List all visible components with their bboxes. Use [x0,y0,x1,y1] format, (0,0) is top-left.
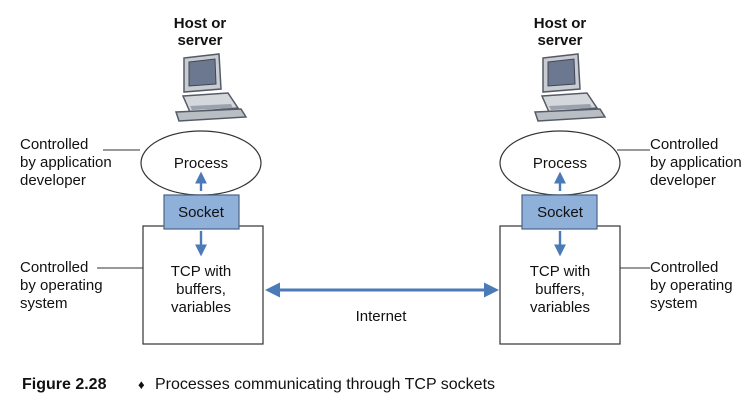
right-tcp-line2: buffers, [535,281,585,298]
right-socket-box [521,194,598,230]
left-app-note-line2: by application [20,154,112,171]
right-socket-label: Socket [537,204,584,221]
right-computer-icon [533,53,607,122]
internet-label: Internet [356,308,408,325]
right-os-note-line3: system [650,295,698,312]
left-app-note-line3: developer [20,172,86,189]
right-host: Host or server Process Controlled by app… [499,15,742,345]
figure-number: Figure 2.28 [22,376,107,393]
left-os-note-line3: system [20,295,68,312]
left-os-note-line2: by operating [20,277,103,294]
right-tcp-line1: TCP with [530,263,591,280]
left-socket-label: Socket [178,204,225,221]
caption-text: Processes communicating through TCP sock… [155,376,495,393]
left-host-title-line1: Host or [174,15,227,32]
left-process-label: Process [174,155,228,172]
left-tcp-line1: TCP with [171,263,232,280]
left-computer-icon [174,53,248,122]
right-app-note-line3: developer [650,172,716,189]
figure-caption: Figure 2.28 ♦ Processes communicating th… [22,376,495,393]
left-host: Host or server Controlled by application… [20,15,264,345]
left-os-note-line1: Controlled [20,259,88,276]
right-host-title-line1: Host or [534,15,587,32]
caption-bullet: ♦ [138,377,145,392]
right-tcp-line3: variables [530,299,590,316]
left-host-title-line2: server [177,32,222,49]
right-app-note-line1: Controlled [650,136,718,153]
left-tcp-line2: buffers, [176,281,226,298]
right-process-label: Process [533,155,587,172]
right-os-note-line1: Controlled [650,259,718,276]
right-os-note-line2: by operating [650,277,733,294]
left-app-note-line1: Controlled [20,136,88,153]
right-host-title-line2: server [537,32,582,49]
left-socket-box [163,194,240,230]
right-app-note-line2: by application [650,154,742,171]
internet-connection: Internet [265,282,499,325]
left-tcp-line3: variables [171,299,231,316]
